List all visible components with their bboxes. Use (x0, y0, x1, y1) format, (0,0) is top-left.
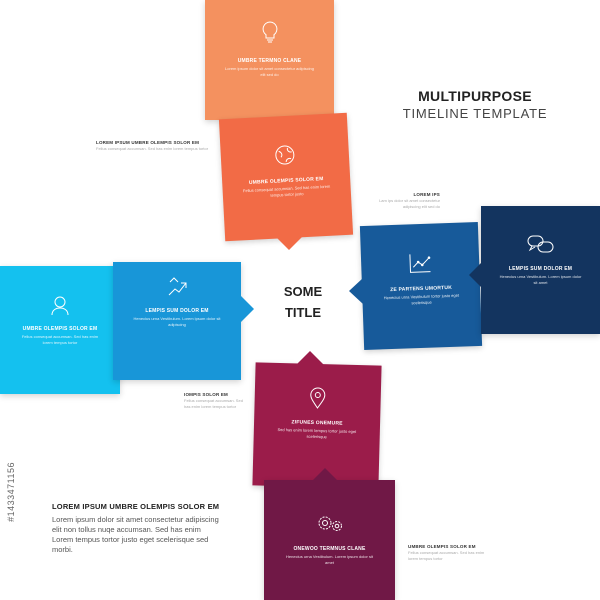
card-left-2-pointer (241, 296, 254, 322)
card-body: Henecius urna Vestibulum. Lorem ipsum do… (133, 316, 221, 327)
bottom-text-block: LOREM IPSUM UMBRE OLEMPIS SOLOR EM Lorem… (52, 502, 222, 555)
card-body: Sed has enim lorem tempus tortor justo e… (277, 426, 357, 440)
card-body: Henecius urna Vestibulum. Lorem ipsum do… (499, 274, 582, 285)
card-title: ONEWOO TERMNUS CLANE (293, 546, 366, 552)
growth-arrows-icon (166, 276, 188, 303)
side-label-body: Lam ips dolor sit amet consectetur adipi… (379, 198, 440, 209)
header: MULTIPURPOSE TIMELINE TEMPLATE (390, 88, 560, 121)
location-pin-icon (308, 386, 327, 415)
side-label-body: Fellus consequat accumsan. Sed has enim … (96, 146, 209, 151)
center-title: SOME TITLE (268, 281, 338, 323)
card-body: Lorem ipsum dolor sit amet consectetur a… (225, 66, 314, 77)
side-label-title: IOMPIS SOLOR EM (184, 392, 229, 397)
card-body: Henecius urna Vestibulum tortor justo eg… (383, 292, 460, 306)
card-body: Fellus consequat accumsan. Sed has enim … (21, 334, 99, 345)
card-title: UMBRE OLEMPIS SOLOR EM (22, 326, 98, 332)
globe-icon (273, 143, 296, 171)
chat-bubbles-icon (527, 234, 555, 261)
side-label-title: UMBRE OLEMPIS SOLOR EM (408, 544, 476, 549)
card-right-2-pointer (469, 262, 482, 288)
card-body: Henecius urna Vestibulum. Lorem ipsum do… (286, 554, 373, 565)
side-label-top-right: LOREM IPS Lam ips dolor sit amet consect… (362, 192, 440, 210)
card-right-1-pointer (349, 278, 363, 304)
bottom-text-title: LOREM IPSUM UMBRE OLEMPIS SOLOR EM (52, 502, 220, 511)
header-subtitle: TIMELINE TEMPLATE (402, 106, 548, 121)
card-bottom-2: ONEWOO TERMNUS CLANE Henecius urna Vesti… (264, 480, 395, 600)
bottom-text-body: Lorem ipsum dolor sit amet consectetur a… (52, 515, 219, 554)
card-title: LEMPIS SUM DOLOR EM (145, 308, 209, 314)
center-title-text: SOME TITLE (283, 284, 323, 320)
line-chart-icon (408, 252, 433, 280)
side-label-body: Fellus consequat accumsan. Sed has enim … (184, 398, 243, 409)
side-label-middle-left: IOMPIS SOLOR EM Fellus consequat accumsa… (184, 392, 250, 410)
card-title: UMBRE TERMNO CLANE (237, 58, 302, 64)
stock-id-text: #1433471156 (6, 462, 16, 522)
side-label-bottom-right: UMBRE OLEMPIS SOLOR EM Fellus consequat … (408, 544, 488, 562)
header-title: MULTIPURPOSE (418, 88, 532, 104)
side-label-title: LOREM IPSUM UMBRE OLEMPIS SOLOR EM (96, 140, 200, 145)
card-title: LEMPIS SUM DOLOR EM (508, 266, 573, 272)
person-icon (50, 294, 70, 321)
card-bottom-2-pointer (312, 468, 338, 481)
side-label-title: LOREM IPS (413, 192, 440, 197)
card-top-2-pointer (275, 236, 303, 250)
card-left-1: UMBRE OLEMPIS SOLOR EM Fellus consequat … (0, 266, 120, 394)
card-bottom-1-pointer (296, 351, 324, 365)
gears-icon (315, 512, 345, 539)
side-label-body: Fellus consequat accumsan. Sed has enim … (408, 550, 485, 561)
card-right-2: LEMPIS SUM DOLOR EM Henecius urna Vestib… (481, 206, 600, 334)
card-bottom-1: ZIFUNES ONEMURE Sed has enim lorem tempu… (252, 362, 382, 489)
card-top-2: UMBRE OLEMPIS SOLOR EM Fellus consequat … (218, 112, 354, 242)
side-label-top-left: LOREM IPSUM UMBRE OLEMPIS SOLOR EM Fellu… (96, 140, 212, 152)
card-right-1: ZE PARTENS UMORTUK Henecius urna Vestibu… (359, 221, 483, 351)
lightbulb-icon (261, 20, 279, 49)
card-top-1: UMBRE TERMNO CLANE Lorem ipsum dolor sit… (205, 0, 334, 120)
card-left-2: LEMPIS SUM DOLOR EM Henecius urna Vestib… (113, 262, 241, 380)
